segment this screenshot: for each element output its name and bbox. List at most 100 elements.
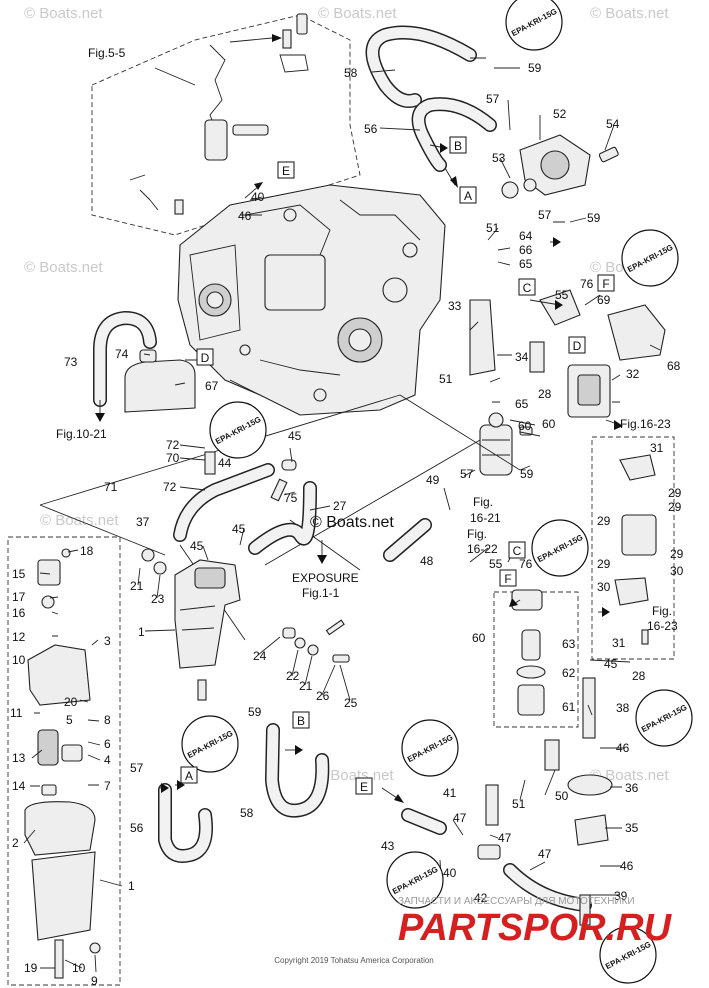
callout: 17 <box>12 590 26 604</box>
callout: 29 <box>670 547 684 561</box>
callout: 10 <box>72 961 86 975</box>
box-f: F <box>597 274 615 292</box>
callout: 62 <box>562 666 576 680</box>
callout: 29 <box>597 557 611 571</box>
hose-56-bottom <box>158 783 213 863</box>
callout: 63 <box>562 637 576 651</box>
svg-text:E: E <box>360 780 368 794</box>
callout: 58 <box>344 66 358 80</box>
callout: 72 <box>166 438 180 452</box>
fig-ref: 16-23 <box>647 619 678 633</box>
callout: 64 <box>519 229 533 243</box>
callout: 29 <box>668 486 682 500</box>
callout-numbers: 58 59 56 57 52 53 54 57 59 51 64 66 65 7… <box>10 61 684 988</box>
callout: 6 <box>104 737 111 751</box>
callout: 18 <box>80 544 94 558</box>
callout: 46 <box>620 859 634 873</box>
callout: 60 <box>542 417 556 431</box>
epa-badge: EPA-KRI-15G <box>505 0 563 51</box>
fig-ref: EXPOSURE <box>292 571 359 585</box>
vapor-separator-right <box>469 289 666 418</box>
callout: 66 <box>519 243 533 257</box>
callout: 21 <box>299 679 313 693</box>
callout: 19 <box>24 961 38 975</box>
callout: 41 <box>443 786 457 800</box>
callout: 52 <box>553 107 567 121</box>
callout: 23 <box>151 592 165 606</box>
callout: 67 <box>205 379 219 393</box>
epa-badge: EPA-KRI-15G <box>401 719 459 777</box>
fig-ref: Fig. <box>652 604 672 618</box>
callout: 50 <box>555 789 569 803</box>
svg-text:C: C <box>523 281 532 295</box>
callout: 72 <box>163 480 177 494</box>
callout: 27 <box>333 499 347 513</box>
epa-badge: EPA-KRI-15G <box>181 715 239 773</box>
callout: 1 <box>128 879 135 893</box>
callout: 56 <box>364 122 378 136</box>
callout: 33 <box>448 299 462 313</box>
box-c: C <box>508 541 526 559</box>
callout: 2 <box>12 836 19 850</box>
svg-text:A: A <box>464 189 472 203</box>
shop-tagline: ЗАПЧАСТИ И АКСЕССУАРЫ ДЛЯ МОТОТЕХНИКИ <box>398 896 635 907</box>
callout: 57 <box>486 92 500 106</box>
callout: 30 <box>670 564 684 578</box>
callout: 55 <box>555 288 569 302</box>
callout: 76 <box>580 277 594 291</box>
svg-text:B: B <box>454 139 462 153</box>
callout: 5 <box>66 713 73 727</box>
shop-brand: PARTSPOR.RU <box>398 907 673 949</box>
callout: 1 <box>138 625 145 639</box>
vapor-separator-1 <box>141 548 241 701</box>
box-e: E <box>277 161 295 179</box>
callout: 39 <box>614 889 628 903</box>
callout: 20 <box>64 695 78 709</box>
epa-badge: EPA-KRI-15G <box>209 401 267 459</box>
callout: 65 <box>519 257 533 271</box>
callout: 45 <box>190 539 204 553</box>
callout: 31 <box>650 441 664 455</box>
callout: 51 <box>486 221 500 235</box>
callout: 55 <box>489 557 503 571</box>
watermark-layer: © Boats.net © Boats.net © Boats.net © Bo… <box>24 5 669 784</box>
fasteners-center <box>282 619 350 663</box>
letter-boxes: E B A C F D D C F B A E <box>180 136 615 795</box>
watermark: © Boats.net <box>318 5 397 22</box>
svg-text:F: F <box>504 572 511 586</box>
callout: 60 <box>518 419 532 433</box>
callout: 25 <box>344 696 358 710</box>
callout: 36 <box>625 781 639 795</box>
callout: 37 <box>136 515 150 529</box>
callout: 45 <box>604 657 618 671</box>
fig-ref: Fig.10-21 <box>56 427 107 441</box>
callout: 57 <box>460 467 474 481</box>
svg-text:E: E <box>282 164 290 178</box>
figure-refs: Fig.5-5 Fig.10-21 Fig.16-23 Fig. 16-21 F… <box>56 46 678 633</box>
svg-text:F: F <box>602 277 609 291</box>
copyright: Copyright 2019 Tohatsu America Corporati… <box>274 956 434 965</box>
callout: 71 <box>104 480 118 494</box>
epa-badge: EPA-KRI-15G <box>621 229 679 287</box>
callout: 70 <box>166 451 180 465</box>
callout: 29 <box>597 514 611 528</box>
epa-badges: EPA-KRI-15G EPA-KRI-15G EPA-KRI-15G EPA-… <box>181 0 693 984</box>
shop-banner: ЗАПЧАСТИ И АКСЕССУАРЫ ДЛЯ МОТОТЕХНИКИ PA… <box>274 896 672 965</box>
box-b: B <box>292 711 310 729</box>
hose-56-top <box>411 97 497 172</box>
hose-58-bottom <box>264 723 330 818</box>
callout: 28 <box>538 387 552 401</box>
high-pressure-pump <box>501 134 619 199</box>
watermark: © Boats.net <box>24 259 103 276</box>
callout: 29 <box>668 500 682 514</box>
callout: 12 <box>12 630 26 644</box>
box-b: B <box>449 136 467 154</box>
callout: 51 <box>439 372 453 386</box>
callout: 35 <box>625 821 639 835</box>
epa-badge: EPA-KRI-15G <box>531 519 589 577</box>
flow-arrows <box>95 143 623 803</box>
box-d: D <box>568 336 586 354</box>
fig-ref: Fig.1-1 <box>302 586 340 600</box>
callout: 40 <box>443 866 457 880</box>
center-watermark: © Boats.net <box>310 514 394 531</box>
